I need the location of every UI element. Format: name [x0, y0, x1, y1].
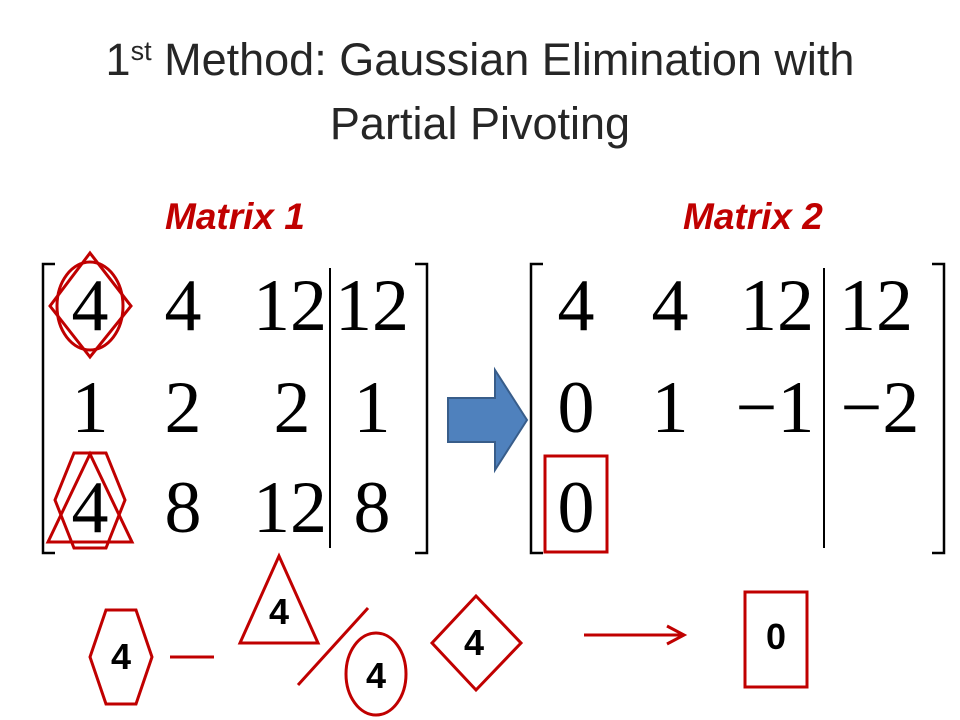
- hexagon-icon: [88, 608, 154, 706]
- matrix-2-brackets: [529, 262, 946, 555]
- matrix-2-label: Matrix 2: [683, 196, 823, 237]
- matrix-1-right-bracket: [415, 262, 429, 555]
- triangle-value: 4: [268, 591, 290, 632]
- circle-value: 4: [365, 655, 387, 696]
- slide-title: 1st Method: Gaussian Elimination with Pa…: [0, 28, 960, 156]
- matrix-1-cell: 4: [71, 265, 109, 347]
- matrix-2-cell: −2: [840, 367, 920, 449]
- title-line-1-text: Method: Gaussian Elimination with: [151, 34, 855, 85]
- matrix-2-cell: 0: [557, 467, 595, 549]
- matrix-2-cell: 12: [740, 265, 814, 347]
- triangle-icon: [45, 450, 135, 544]
- circle-icon: [344, 631, 408, 717]
- title-line-1: 1st Method: Gaussian Elimination with: [0, 28, 960, 92]
- matrix-1-cell: 12: [335, 265, 409, 347]
- matrix-1-cell: 2: [273, 367, 311, 449]
- title-number: 1: [105, 34, 131, 85]
- matrix-1-left-bracket: [41, 262, 55, 555]
- diamond-icon: [429, 593, 524, 693]
- division-slash: [296, 606, 370, 687]
- matrix-2-cell: 1: [651, 367, 689, 449]
- matrix-1-cell: 8: [164, 467, 202, 549]
- hexagon-icon: [53, 451, 127, 550]
- circle-icon: [55, 260, 125, 352]
- matrix-1-cell: 12: [253, 467, 327, 549]
- matrix-1-cell: 4: [71, 467, 109, 549]
- title-superscript: st: [130, 36, 152, 66]
- arrowhead-icon: [666, 624, 688, 646]
- matrix-1-cell: 4: [164, 265, 202, 347]
- matrix-1-cell: 8: [353, 467, 391, 549]
- matrix-2-cell: −1: [735, 367, 815, 449]
- square-icon: [543, 454, 609, 554]
- diamond-icon: [48, 250, 133, 360]
- matrix-1-brackets: [41, 262, 429, 555]
- matrix-2-left-bracket: [529, 262, 543, 555]
- matrix-1-label: Matrix 1: [165, 196, 305, 237]
- matrix-1-cell: 1: [353, 367, 391, 449]
- matrix-2-cell: 4: [651, 265, 689, 347]
- triangle-icon: [237, 552, 321, 645]
- diamond-value: 4: [463, 622, 485, 663]
- square-icon: [743, 590, 809, 689]
- title-line-2: Partial Pivoting: [329, 98, 631, 149]
- hexagon-value: 4: [110, 636, 132, 677]
- matrix-1-cell: 1: [71, 367, 109, 449]
- result-value: 0: [765, 616, 787, 657]
- matrix-2-cell: 0: [557, 367, 595, 449]
- matrix-2-cell: 12: [839, 265, 913, 347]
- matrix-1-cell: 12: [253, 265, 327, 347]
- right-block-arrow-icon: [447, 366, 529, 474]
- matrix-2-right-bracket: [932, 262, 946, 555]
- matrix-1-cell: 2: [164, 367, 202, 449]
- matrix-2-cell: 4: [557, 265, 595, 347]
